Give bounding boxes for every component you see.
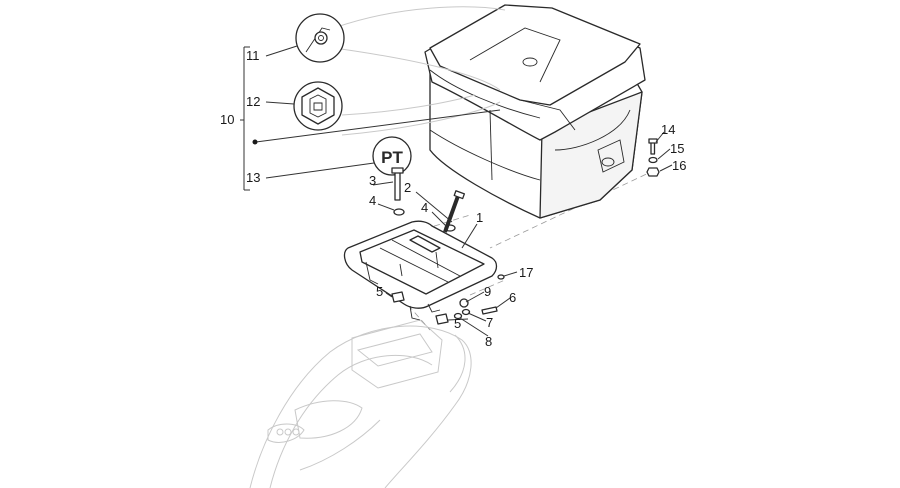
scooter-body-outline bbox=[249, 319, 472, 488]
clip-part-5b bbox=[435, 313, 449, 325]
label-4b: 4 bbox=[421, 200, 428, 215]
top-case-box bbox=[424, 4, 646, 219]
washer-part-4a bbox=[393, 208, 405, 216]
label-4a: 4 bbox=[369, 193, 376, 208]
label-13: 13 bbox=[246, 170, 260, 185]
pt-badge-part: PT bbox=[372, 136, 412, 176]
nut-part-16 bbox=[646, 167, 660, 177]
label-12: 12 bbox=[246, 94, 260, 109]
screw-part-6 bbox=[481, 306, 498, 315]
washer-part-8 bbox=[453, 312, 463, 320]
bolt-part-14 bbox=[648, 138, 658, 155]
label-8: 8 bbox=[485, 334, 492, 349]
leader-lines bbox=[372, 131, 673, 337]
alignment-lines bbox=[394, 169, 656, 331]
label-10: 10 bbox=[220, 112, 234, 127]
lock-cylinder-part bbox=[295, 13, 345, 63]
label-5b: 5 bbox=[454, 316, 461, 331]
label-7: 7 bbox=[486, 315, 493, 330]
washer-part-15 bbox=[648, 156, 658, 164]
emblem-badge-part bbox=[293, 81, 343, 131]
clip-part-5a bbox=[391, 291, 405, 303]
label-14: 14 bbox=[661, 122, 675, 137]
emblem-leader-lines bbox=[252, 6, 506, 145]
pt-badge-text: PT bbox=[381, 148, 403, 167]
label-1: 1 bbox=[476, 210, 483, 225]
label-5a: 5 bbox=[376, 284, 383, 299]
luggage-rack-frame bbox=[343, 220, 498, 321]
bolt-part-3 bbox=[391, 167, 404, 201]
label-15: 15 bbox=[670, 141, 684, 156]
label-3: 3 bbox=[369, 173, 376, 188]
label-9: 9 bbox=[484, 284, 491, 299]
washer-part-17 bbox=[497, 274, 505, 280]
label-16: 16 bbox=[672, 158, 686, 173]
label-2: 2 bbox=[404, 180, 411, 195]
label-11: 11 bbox=[246, 48, 260, 63]
part-number-labels: 1 2 3 4 4 5 5 6 7 8 9 10 11 12 13 14 15 … bbox=[220, 48, 686, 349]
nut-part-9 bbox=[459, 298, 469, 308]
group-bracket-10 bbox=[240, 46, 250, 191]
label-17: 17 bbox=[519, 265, 533, 280]
label-6: 6 bbox=[509, 290, 516, 305]
bolt-part-2 bbox=[443, 190, 466, 233]
washer-part-7 bbox=[461, 308, 471, 316]
